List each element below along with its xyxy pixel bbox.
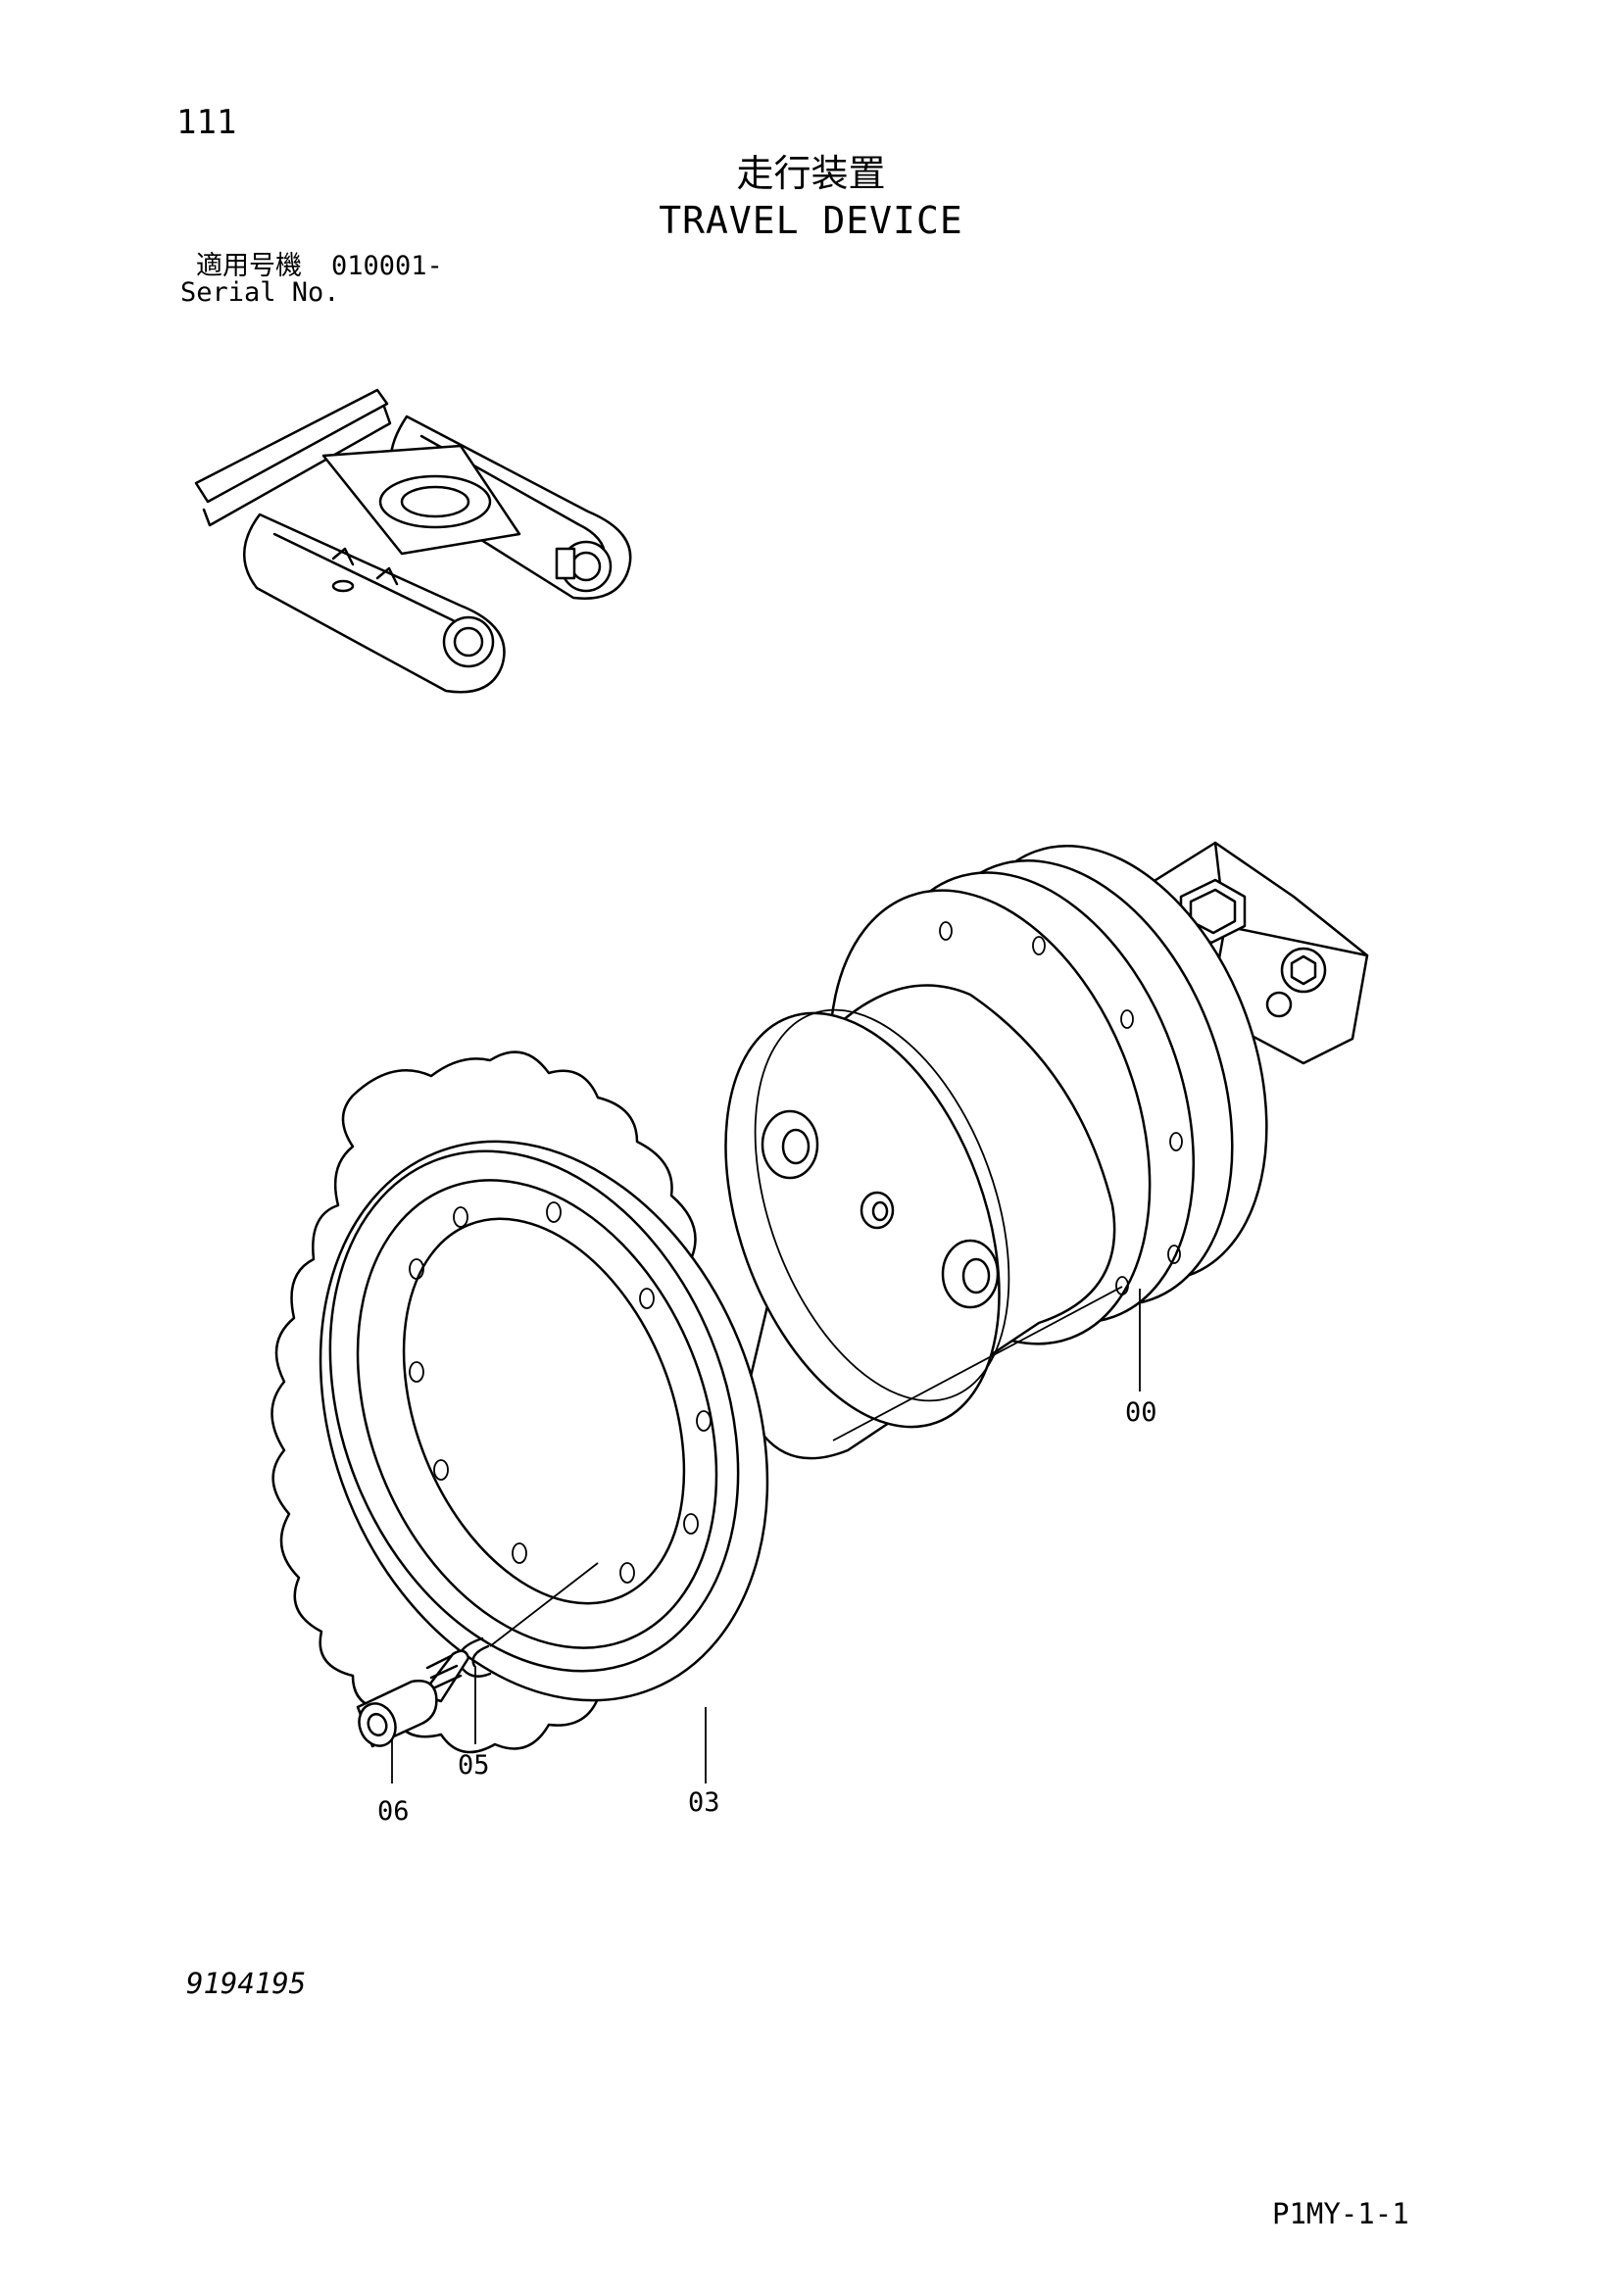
callout-03: 03 [688,1787,720,1818]
callout-06: 06 [377,1796,410,1827]
callout-05: 05 [458,1750,490,1781]
travel-motor-part-00 [724,841,1369,1460]
drawing-number: 9194195 [186,1967,307,2000]
bolt-part-06 [356,1649,470,1748]
serial-label-japanese: 適用号機 [196,251,302,281]
sprocket-part-03 [270,1050,769,1754]
serial-label-english: Serial No. [180,277,340,308]
callout-00: 00 [1125,1397,1157,1428]
leader-lines [391,1286,1141,1783]
serial-number-value: 010001- [331,251,443,281]
page-number: 111 [176,103,237,142]
page-title-japanese: 走行装置 [736,152,886,195]
page-title-english: TRAVEL DEVICE [659,199,963,242]
page-code: P1MY-1-1 [1272,2197,1409,2230]
undercarriage-overview-illustration [194,388,632,694]
